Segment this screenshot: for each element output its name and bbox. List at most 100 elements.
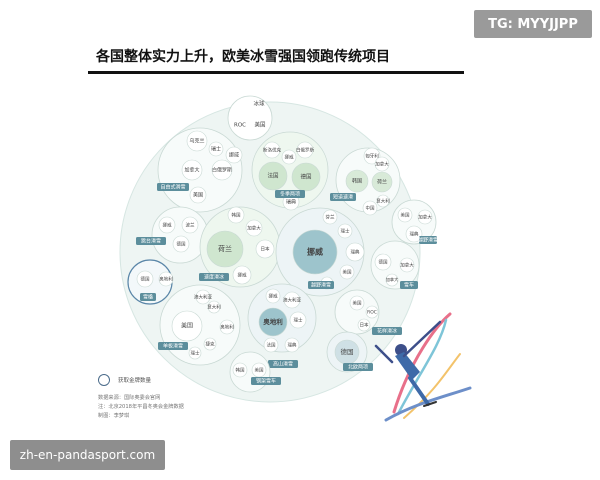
label-hanguo-n: 韩国 xyxy=(236,367,245,374)
bubble-jianada-h xyxy=(399,257,415,273)
label-aodaliya-j: 澳大利亚 xyxy=(194,294,212,301)
label-jianada-f: 加拿大 xyxy=(247,225,261,232)
bubble-aodaliya-j xyxy=(195,289,211,305)
label-jianada-a: 加拿大 xyxy=(184,167,199,174)
bubble-meiguo-a xyxy=(189,186,207,204)
tag-yueye-a: 越野滑雪 xyxy=(418,237,438,244)
source-note: 数据来源：国际奥委会官网 xyxy=(98,395,161,401)
group-xueche xyxy=(370,240,420,290)
bubble-helan-c xyxy=(371,171,393,193)
tag-gaoshan: 高山滑雪 xyxy=(273,361,293,368)
bubble-ruishi xyxy=(208,141,224,157)
label-meiguo-n: 美国 xyxy=(255,367,264,374)
tag-dongji-bg xyxy=(275,190,305,198)
tag-xueche-bg xyxy=(400,281,418,289)
bubble-baieluosi-b xyxy=(296,141,314,159)
tag-gangjia: 钢架雪车 xyxy=(256,378,276,385)
bubble-ruidian-g xyxy=(345,242,365,262)
label-meiguo-d: 美国 xyxy=(401,212,410,219)
tag-xueqiao-bg xyxy=(140,293,156,301)
label-ruidian-g: 瑞典 xyxy=(351,249,360,256)
bubble-jianada-a xyxy=(181,159,203,181)
skater-arm-left-icon xyxy=(374,344,394,364)
tag-yueye-a-bg xyxy=(419,236,437,244)
bubble-nuowei-e xyxy=(158,216,176,234)
label-roc: ROC xyxy=(234,123,246,129)
label-siluofake: 斯洛伐克 xyxy=(263,147,281,154)
label-meiguo-l: 美国 xyxy=(353,300,362,307)
label-baieluosi: 白俄罗斯 xyxy=(212,167,232,174)
bubble-aodaliya-k xyxy=(283,291,301,309)
telegram-badge: TG: MYYJJPP xyxy=(474,10,592,38)
legend-circle-icon xyxy=(98,374,110,386)
label-deguo-h: 德国 xyxy=(379,259,388,266)
label-xiongyali: 匈牙利 xyxy=(365,153,379,160)
tag-duandao-bg xyxy=(330,193,356,201)
bubble-ruishi-j xyxy=(188,346,202,360)
label-faguo-k: 法国 xyxy=(267,342,276,349)
tag-ziyoushi-bg xyxy=(157,183,189,191)
label-yidali-c: 意大利 xyxy=(376,198,390,205)
tag-sudu-bg xyxy=(199,273,229,281)
site-watermark: zh-en-pandasport.com xyxy=(10,440,165,470)
skater-arm-icon xyxy=(402,320,442,358)
bubble-aodili-j xyxy=(219,319,235,335)
bubble-nuowei-k xyxy=(265,288,281,304)
label-hanguo-f: 韩国 xyxy=(232,212,241,219)
bubble-yidali-j xyxy=(207,300,221,314)
bubble-meiguo-l xyxy=(349,295,365,311)
tag-dongji: 冬季两项 xyxy=(280,191,300,198)
label-meiguo-j: 美国 xyxy=(181,322,193,330)
bubble-hanguo-n xyxy=(232,362,248,378)
bubble-deguo-b xyxy=(291,162,321,192)
skater-leg-icon xyxy=(408,376,430,406)
bubble-ruidian-k xyxy=(284,337,300,353)
bubble-aodili-i xyxy=(158,271,174,287)
bubble-roc-l xyxy=(365,305,379,319)
label-roc-l: ROC xyxy=(367,310,377,316)
title-underline xyxy=(88,71,464,74)
label-jianada-c: 加拿大 xyxy=(375,161,389,168)
bubble-ruishi-g xyxy=(337,223,353,239)
bubble-helan-f xyxy=(206,230,244,268)
legend-text: 获取金牌数量 xyxy=(118,378,152,384)
bubble-wukelan xyxy=(186,130,208,152)
tag-gangjia-bg xyxy=(251,377,281,385)
label-ruidian-d: 瑞典 xyxy=(410,231,419,238)
tag-duandao: 短道速滑 xyxy=(333,194,353,201)
bubble-meiguo-d xyxy=(397,207,413,223)
tag-huayang: 花样滑冰 xyxy=(377,328,397,335)
label-deguo-m: 德国 xyxy=(341,347,354,356)
label-faguo-b: 法国 xyxy=(267,172,279,180)
label-deguo-e: 德国 xyxy=(177,241,186,248)
label-zhongguo: 中国 xyxy=(366,205,375,212)
ribbon-pink xyxy=(392,312,452,414)
label-fenlan: 芬兰 xyxy=(326,214,335,221)
tag-yueye-b: 越野滑雪 xyxy=(311,282,331,289)
bubble-deguo-h xyxy=(374,253,392,271)
bubble-jianada-f xyxy=(245,219,263,237)
ribbon-blue xyxy=(396,318,448,416)
label-jianada-h: 加拿大 xyxy=(400,262,414,269)
tag-beiou: 北欧两项 xyxy=(348,364,368,371)
tag-xueqiao: 雪橇 xyxy=(143,294,153,301)
data-note: 注：北京2018年平昌冬奥会金牌数据 xyxy=(98,404,184,410)
bubble-hanguo-f xyxy=(227,206,245,224)
bubble-fenlan xyxy=(322,209,338,225)
tag-xueche: 雪车 xyxy=(404,282,414,289)
tag-beiou-bg xyxy=(343,363,373,371)
bubble-siluofake xyxy=(263,141,281,159)
label-riben-f: 日本 xyxy=(261,246,270,253)
chart-title: 各国整体实力上升，欧美冰雪强国领跑传统项目 xyxy=(96,49,390,65)
skate-blade-icon xyxy=(423,401,437,407)
bubble-faguo-b xyxy=(258,161,288,191)
bubble-riben-l xyxy=(357,318,371,332)
label-meiguo: 美国 xyxy=(254,121,266,129)
label-deguo-i: 德国 xyxy=(141,276,150,283)
label-nuowei-b: 挪威 xyxy=(285,154,294,161)
label-nuowei-f: 挪威 xyxy=(238,272,247,279)
label-ruishi-j: 瑞士 xyxy=(191,350,200,357)
label-bolan: 波兰 xyxy=(186,222,195,229)
bubble-faguo-k xyxy=(263,337,279,353)
